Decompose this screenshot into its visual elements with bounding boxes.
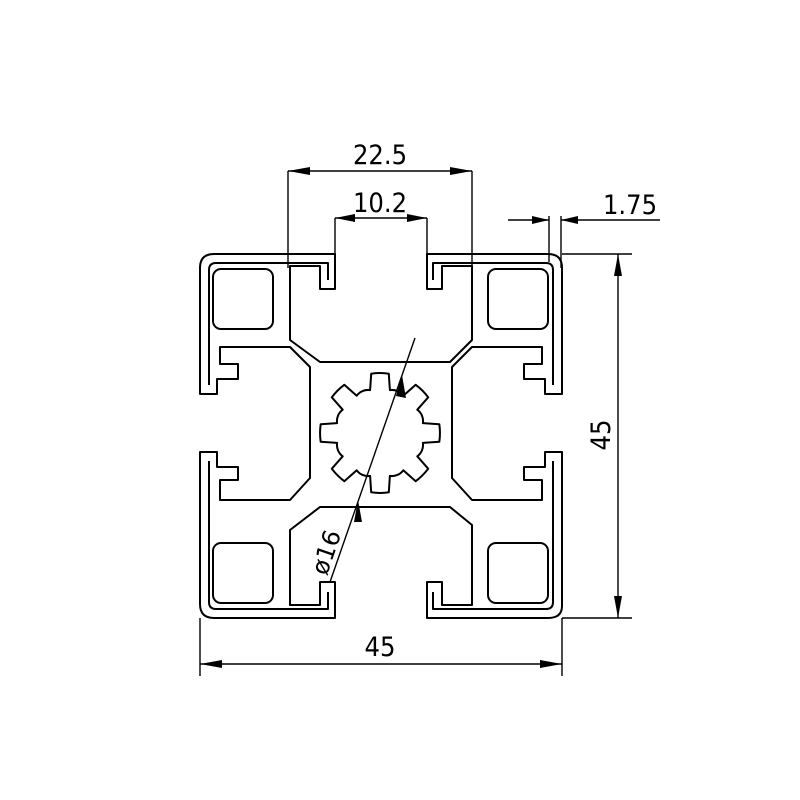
cavity-top-left (212, 268, 274, 330)
dimension-1-75: 1.75 (508, 190, 660, 268)
profile-inner-contour (208, 262, 554, 610)
dimension-10-2: 10.2 (334, 188, 428, 256)
cavity-bottom-right (487, 542, 549, 604)
dim-label-diameter-16: ø16 (306, 526, 347, 578)
dimension-diameter-16: ø16 (306, 337, 416, 583)
center-core-spline (319, 372, 441, 494)
dimension-width-45: 45 (199, 618, 563, 676)
cavity-bottom-left (212, 542, 274, 604)
dim-label-22-5: 22.5 (353, 140, 407, 171)
dim-label-10-2: 10.2 (353, 188, 407, 219)
dimension-22-5: 22.5 (287, 140, 473, 268)
dim-label-1-75: 1.75 (603, 190, 657, 221)
dimension-height-45: 45 (562, 253, 632, 619)
dim-label-width-45: 45 (365, 632, 396, 663)
dim-label-height-45: 45 (586, 420, 617, 451)
cavity-top-right (487, 268, 549, 330)
profile-outer-contour (199, 253, 563, 619)
